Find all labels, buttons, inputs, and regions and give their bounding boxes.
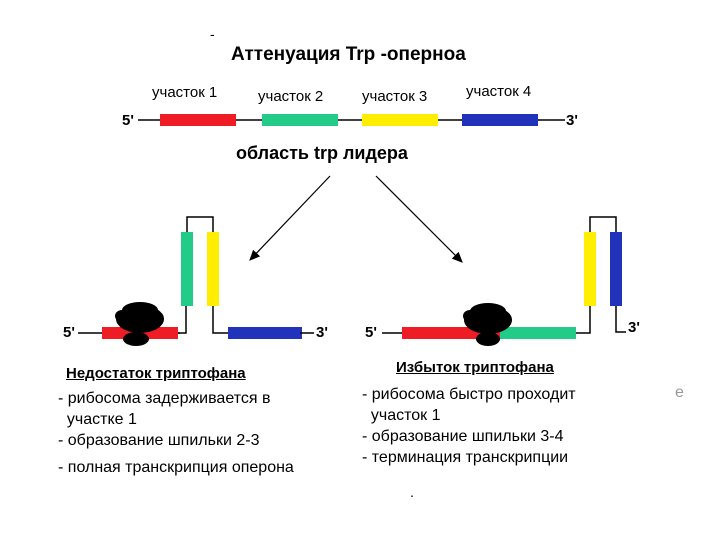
leader-region-4 [462,114,538,126]
left-hairpin-link [178,306,186,333]
ribosome-icon [463,303,512,346]
right-hairpin-link [576,306,590,333]
right-hairpin-region-4 [610,232,622,306]
ribosome-icon [115,302,164,346]
leader-region-3 [362,114,438,126]
arrow-icon [250,176,330,260]
left-hairpin-loop [187,217,213,232]
right-hairpin-loop [590,217,616,232]
right-hairpin-tail [616,306,626,332]
left-hairpin-region-2 [181,232,193,306]
arrow-icon [376,176,462,262]
leader-region-1 [160,114,236,126]
right-region-2 [500,327,576,339]
leader-region-2 [262,114,338,126]
left-region-4 [228,327,302,339]
right-hairpin-region-3 [584,232,596,306]
left-hairpin-tail [213,306,230,333]
left-hairpin-region-3 [207,232,219,306]
